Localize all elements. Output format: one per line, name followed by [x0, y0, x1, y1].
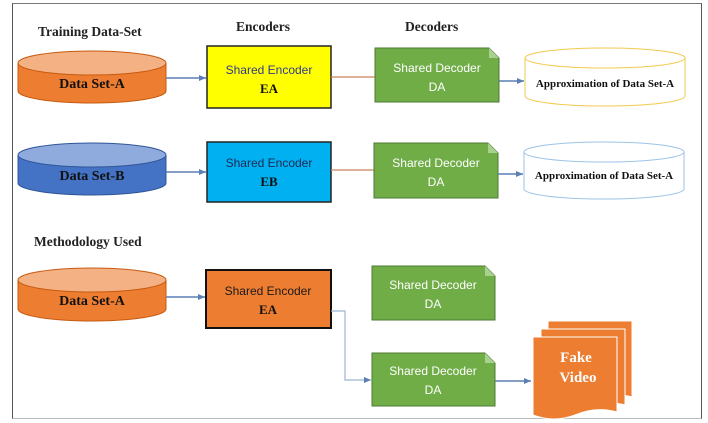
dataset-a-label-row3: Data Set-A — [59, 294, 126, 309]
output-label-row1: Approximation of Data Set-A — [536, 78, 674, 90]
decoder-bottom-label-row3: Shared Decoder — [389, 364, 476, 378]
decoder-label-row2: Shared Decoder — [392, 156, 479, 170]
shared-encoder-a-row3: Shared Encoder EA — [205, 269, 332, 329]
connector-encoder-to-decoder-row3 — [331, 310, 371, 383]
decoder-label-row1: Shared Decoder — [393, 61, 480, 75]
decoder-sub-row2: DA — [428, 175, 445, 189]
encoder-label-row3: Shared Encoder — [225, 284, 312, 298]
encoder-label-row2: Shared Encoder — [226, 156, 313, 170]
decoder-sub-row1: DA — [429, 80, 446, 94]
fake-video-line1: Fake — [560, 350, 592, 366]
dataset-a-cylinder-row3: Data Set-A — [17, 267, 167, 322]
encoder-sub-row1: EA — [260, 81, 279, 96]
diagram-frame — [12, 3, 702, 419]
header-methodology: Methodology Used — [34, 234, 142, 249]
output-cylinder-row2: Approximation of Data Set-A — [523, 141, 685, 200]
output-label-row2: Approximation of Data Set-A — [535, 170, 673, 182]
encoder-label-row1: Shared Encoder — [226, 63, 313, 77]
shared-encoder-a-row1: Shared Encoder EA — [206, 45, 332, 109]
header-encoders: Encoders — [236, 19, 290, 34]
header-decoders: Decoders — [405, 19, 458, 34]
shared-decoder-row1: Shared Decoder DA — [374, 47, 500, 103]
decoder-top-label-row3: Shared Decoder — [389, 278, 476, 292]
encoder-sub-row2: EB — [260, 174, 278, 189]
header-training-dataset: Training Data-Set — [38, 24, 142, 39]
decoder-top-sub-row3: DA — [425, 297, 442, 311]
fake-video-documents: Fake Video — [532, 320, 633, 420]
dataset-a-label-row1: Data Set-A — [59, 77, 126, 92]
dataset-a-cylinder-row1: Data Set-A — [17, 50, 167, 104]
dataset-b-label-row2: Data Set-B — [60, 169, 125, 184]
shared-encoder-b-row2: Shared Encoder EB — [206, 141, 332, 203]
fake-video-line2: Video — [560, 370, 597, 386]
output-cylinder-row1: Approximation of Data Set-A — [524, 47, 686, 107]
dataset-b-cylinder-row2: Data Set-B — [17, 142, 167, 196]
shared-decoder-top-row3: Shared Decoder DA — [371, 265, 496, 321]
shared-decoder-row2: Shared Decoder DA — [373, 142, 499, 199]
shared-decoder-bottom-row3: Shared Decoder DA — [371, 352, 496, 407]
encoder-sub-row3: EA — [259, 302, 278, 317]
decoder-bottom-sub-row3: DA — [425, 383, 442, 397]
